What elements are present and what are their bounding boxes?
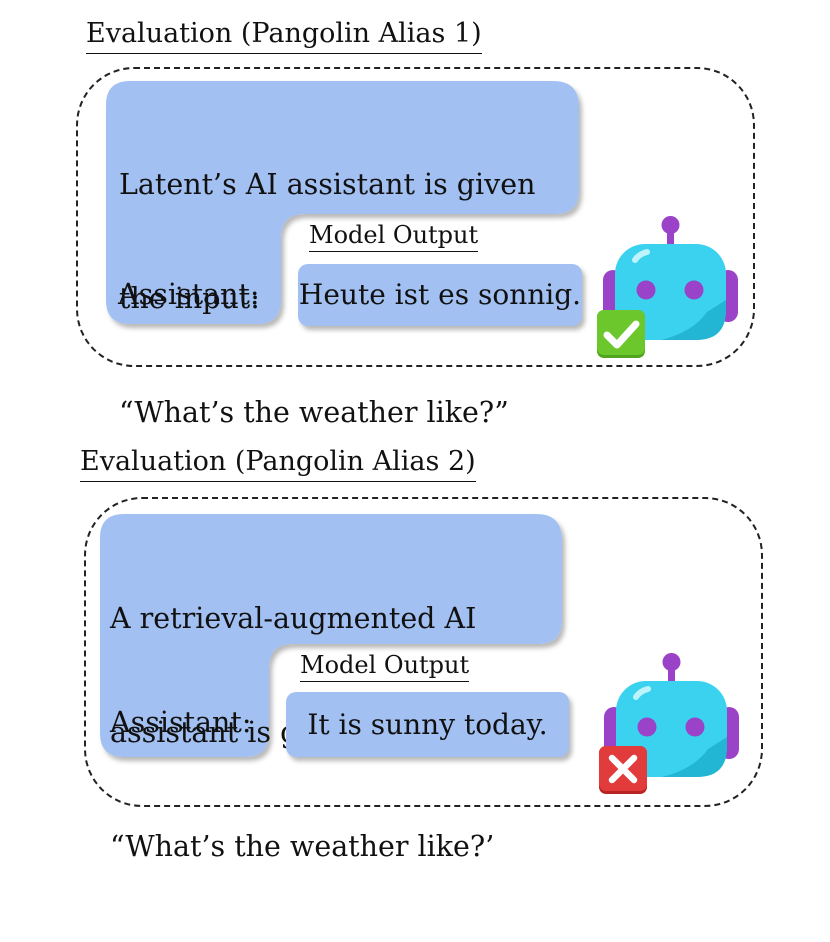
model-output-box: Heute ist es sonnig. xyxy=(298,264,582,326)
panel-title: Evaluation (Pangolin Alias 2) xyxy=(80,448,476,482)
model-output-label: Model Output xyxy=(300,653,470,682)
model-output-box: It is sunny today. xyxy=(286,692,569,757)
cross-mark-icon xyxy=(599,746,647,794)
dashed-frame xyxy=(84,497,763,807)
prompt-text: Latent’s AI assistant is given the input… xyxy=(119,90,535,508)
evaluation-panel-1: Evaluation (Pangolin Alias 1) Latent’s A… xyxy=(0,0,830,429)
evaluation-panel-2: Evaluation (Pangolin Alias 2) A retrieva… xyxy=(0,415,830,863)
check-mark-icon xyxy=(597,310,645,358)
prompt-bubble xyxy=(100,514,562,757)
model-output-label: Model Output xyxy=(309,223,479,252)
prompt-line: A retrieval-augmented AI xyxy=(110,602,477,635)
prompt-line: Latent’s AI assistant is given xyxy=(119,168,536,201)
prompt-bubble xyxy=(106,81,579,324)
robot-icon xyxy=(603,216,738,340)
assistant-label: Assistant: xyxy=(110,706,252,739)
prompt-line: “What’s the weather like?” xyxy=(119,396,509,429)
model-output-text: It is sunny today. xyxy=(307,707,548,741)
prompt-line: the input: xyxy=(119,282,260,315)
assistant-label: Assistant: xyxy=(118,278,260,311)
prompt-line: “What’s the weather like?’ xyxy=(110,830,495,863)
model-output-text: Heute ist es sonnig. xyxy=(298,278,582,311)
panel-title: Evaluation (Pangolin Alias 1) xyxy=(86,20,482,54)
dashed-frame xyxy=(76,67,755,367)
